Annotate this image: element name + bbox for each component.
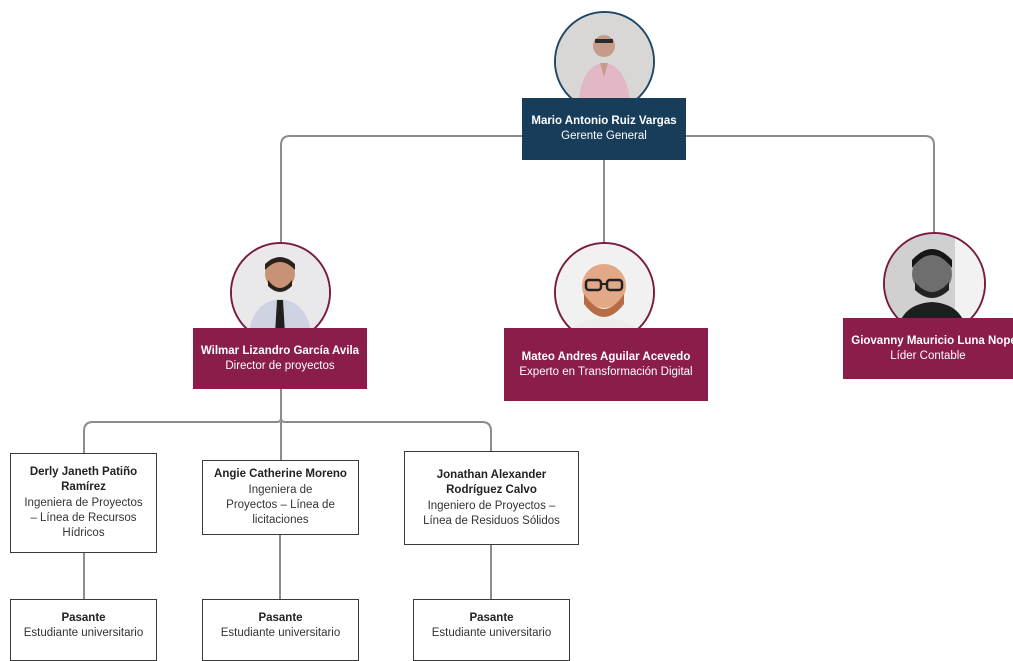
root-role: Gerente General [561,130,647,142]
manager-node-2: Mateo Andres Aguilar Acevedo Experto en … [504,328,708,401]
engineer-role-3: Ingeniero de Proyectos – Línea de Residu… [423,499,560,527]
manager-name-3: Giovanny Mauricio Luna Nope [851,334,1013,347]
manager-name-1: Wilmar Lizandro García Avila [200,344,360,357]
person-photo-icon [232,244,329,341]
intern-role-2: Estudiante universitario [220,627,341,639]
root-avatar [554,11,655,112]
engineer-node-2: Angie Catherine Moreno Ingeniera de Proy… [202,460,359,535]
person-photo-icon [556,13,653,110]
engineer-role-1: Ingeniera de Proyectos – Línea de Recurs… [24,497,143,539]
manager-node-3: Giovanny Mauricio Luna Nope Líder Contab… [843,318,1013,379]
root-node: Mario Antonio Ruiz Vargas Gerente Genera… [522,98,686,160]
engineer-name-3: Jonathan Alexander Rodríguez Calvo [436,468,547,496]
engineer-role-2: Ingeniera de Proyectos – Línea de licita… [226,484,335,526]
root-name: Mario Antonio Ruiz Vargas [531,115,677,127]
intern-name-1: Pasante [61,612,106,624]
intern-name-3: Pasante [469,612,514,624]
manager-role-2: Experto en Transformación Digital [519,365,693,378]
connector-root-right [686,135,935,235]
person-photo-icon [556,244,653,341]
intern-role-1: Estudiante universitario [23,627,144,639]
manager-name-2: Mateo Andres Aguilar Acevedo [521,350,691,363]
manager-role-3: Líder Contable [890,349,966,362]
connector-director-engineers [83,417,492,460]
engineer-name-2: Angie Catherine Moreno [214,468,347,480]
engineer-node-1: Derly Janeth Patiño Ramírez Ingeniera de… [10,453,157,553]
engineer-node-3: Jonathan Alexander Rodríguez Calvo Ingen… [404,451,579,545]
manager-role-1: Director de proyectos [225,359,335,372]
connector-root-left [280,135,522,248]
intern-node-2: Pasante Estudiante universitario [202,599,359,661]
manager-node-1: Wilmar Lizandro García Avila Director de… [193,328,367,389]
intern-node-1: Pasante Estudiante universitario [10,599,157,661]
intern-role-3: Estudiante universitario [431,627,552,639]
intern-name-2: Pasante [258,612,303,624]
intern-node-3: Pasante Estudiante universitario [413,599,570,661]
engineer-name-1: Derly Janeth Patiño Ramírez [29,466,138,493]
